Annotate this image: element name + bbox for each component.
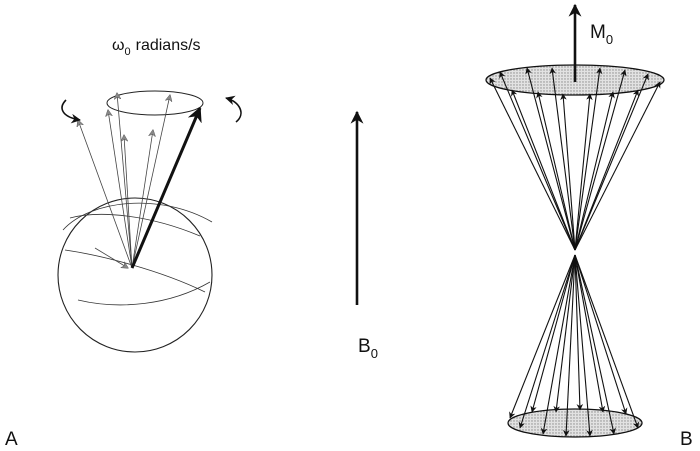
spin-arrow-down <box>574 254 584 411</box>
precessing-spin-arrow <box>117 93 133 269</box>
precessing-spin-arrow <box>131 130 153 269</box>
spin-arrow-down <box>509 254 576 419</box>
spin-arrow-up <box>574 67 603 251</box>
spin-vector-arrow <box>130 106 202 269</box>
precession-arrow-left-icon <box>61 99 81 124</box>
panel-a-label: A <box>5 429 18 450</box>
spin-arrow-up <box>549 67 576 251</box>
spin-arrow-down <box>574 254 616 435</box>
precessing-spin-arrow <box>108 110 133 269</box>
nucleus-sphere <box>57 197 213 353</box>
spin-arrow-up <box>574 81 661 251</box>
spin-arrow-up <box>525 67 576 251</box>
antiparallel-spin-arrows <box>509 254 640 437</box>
precession-cone-rim <box>106 90 204 116</box>
spin-arrow-up <box>511 89 576 251</box>
spin-arrow-down <box>574 254 628 415</box>
b0-field: B0 <box>350 110 378 361</box>
spin-arrow-down <box>518 254 576 429</box>
m0-label: M0 <box>590 22 613 47</box>
precessing-spin-arrow <box>124 135 133 269</box>
sphere-spin-arrow <box>94 247 128 268</box>
spin-arrow-down <box>574 254 640 429</box>
sphere-latitude-line <box>69 214 201 237</box>
spin-arrow-down <box>562 254 576 437</box>
spin-arrow-up <box>536 91 576 251</box>
panel-b-diagram: M0 <box>485 3 665 438</box>
spin-arrow-up <box>574 93 593 251</box>
spin-arrow-up <box>499 71 576 251</box>
precessing-spin-arrow <box>78 120 133 269</box>
precessing-spin-arrow <box>131 95 170 269</box>
spin-arrow-down <box>574 254 606 413</box>
spin-arrow-up <box>574 73 649 251</box>
sphere-latitude-line <box>77 281 211 306</box>
spin-arrow-up <box>489 77 576 251</box>
b0-label: B0 <box>358 336 378 361</box>
spin-arrow-down <box>553 254 576 413</box>
parallel-spin-arrows <box>489 67 661 251</box>
spin-arrow-up <box>574 69 627 251</box>
panel-b-label: B <box>680 429 693 450</box>
spin-arrow-down <box>530 254 576 413</box>
sphere-latitude-line <box>64 249 206 293</box>
spin-arrow-up <box>560 93 576 251</box>
spin-arrow-down <box>574 254 593 437</box>
lower-spin-disk <box>507 408 643 438</box>
spin-arrow-up <box>574 91 615 251</box>
spin-arrow-down <box>540 254 576 435</box>
precession-arrow-right-icon <box>225 95 242 123</box>
